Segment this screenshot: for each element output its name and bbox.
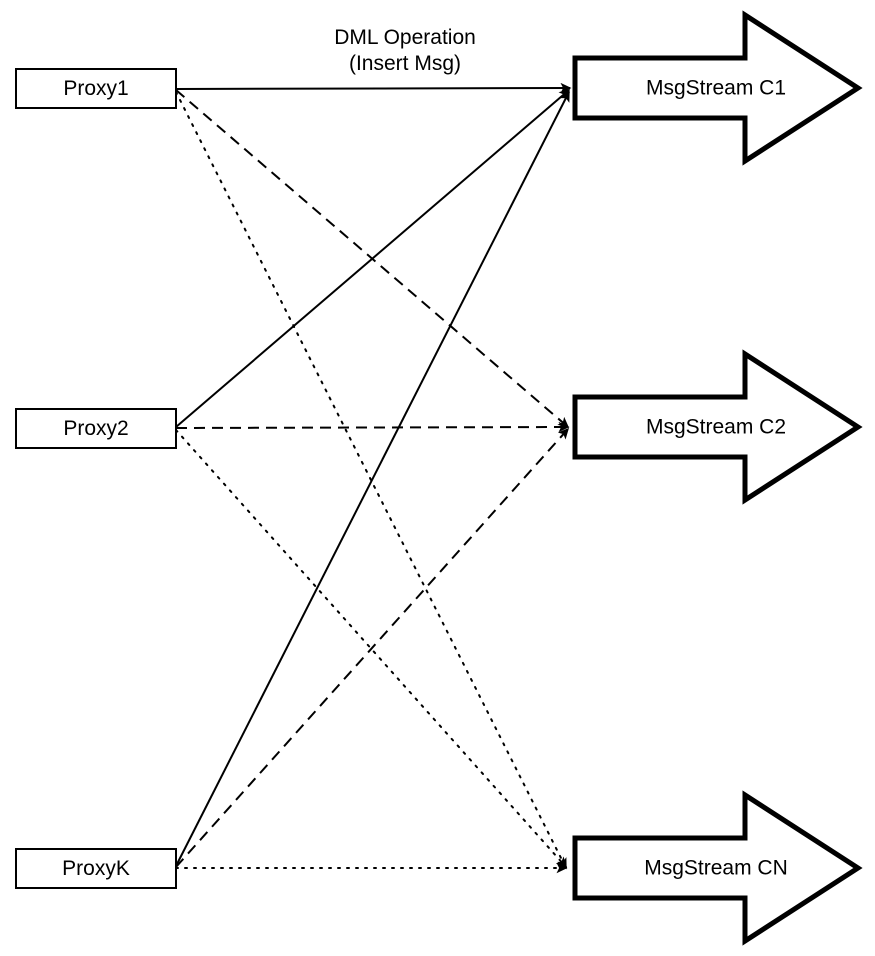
node-proxyk-label: ProxyK [62,857,130,880]
edge-layer [175,82,572,874]
node-proxy2[interactable]: Proxy2 [15,408,177,449]
edge-proxy2-to-msgstream-cn[interactable] [175,429,567,869]
edge-proxy1-to-msgstream-c1[interactable] [175,82,572,94]
node-proxyk-rect[interactable] [15,848,177,889]
node-msgstream-cn[interactable]: MsgStream CN [572,790,863,946]
edge-label-line-1: DML Operation [334,26,476,49]
node-proxyk[interactable]: ProxyK [15,848,177,889]
source-nodes: Proxy1 Proxy2 ProxyK [15,68,177,889]
edge-proxy2-to-msgstream-c2[interactable] [175,421,570,433]
node-proxy2-label: Proxy2 [63,417,128,440]
node-msgstream-c1-label: MsgStream C1 [646,77,786,100]
node-msgstream-cn-label: MsgStream CN [644,857,788,880]
node-msgstream-c1-arrow-shape[interactable] [572,10,863,166]
node-proxy1-rect[interactable] [15,68,177,109]
node-msgstream-c1[interactable]: MsgStream C1 [572,10,863,166]
edge-proxyk-to-msgstream-c2[interactable] [175,427,570,868]
target-nodes: MsgStream C1 MsgStream C2 MsgStream CN [572,10,863,946]
node-msgstream-c2[interactable]: MsgStream C2 [572,349,863,505]
node-proxy1-label: Proxy1 [63,77,128,100]
node-msgstream-cn-arrow-shape[interactable] [572,790,863,946]
node-msgstream-c2-label: MsgStream C2 [646,416,786,439]
edge-label-line-2: (Insert Msg) [349,52,461,75]
edge-proxyk-to-msgstream-c1[interactable] [175,90,570,867]
edge-label-dml-operation: DML Operation (Insert Msg) [334,26,476,75]
edge-proxy2-to-msgstream-c1[interactable] [175,89,571,428]
node-proxy1[interactable]: Proxy1 [15,68,177,109]
node-msgstream-c2-arrow-shape[interactable] [572,349,863,505]
node-proxy2-rect[interactable] [15,408,177,449]
